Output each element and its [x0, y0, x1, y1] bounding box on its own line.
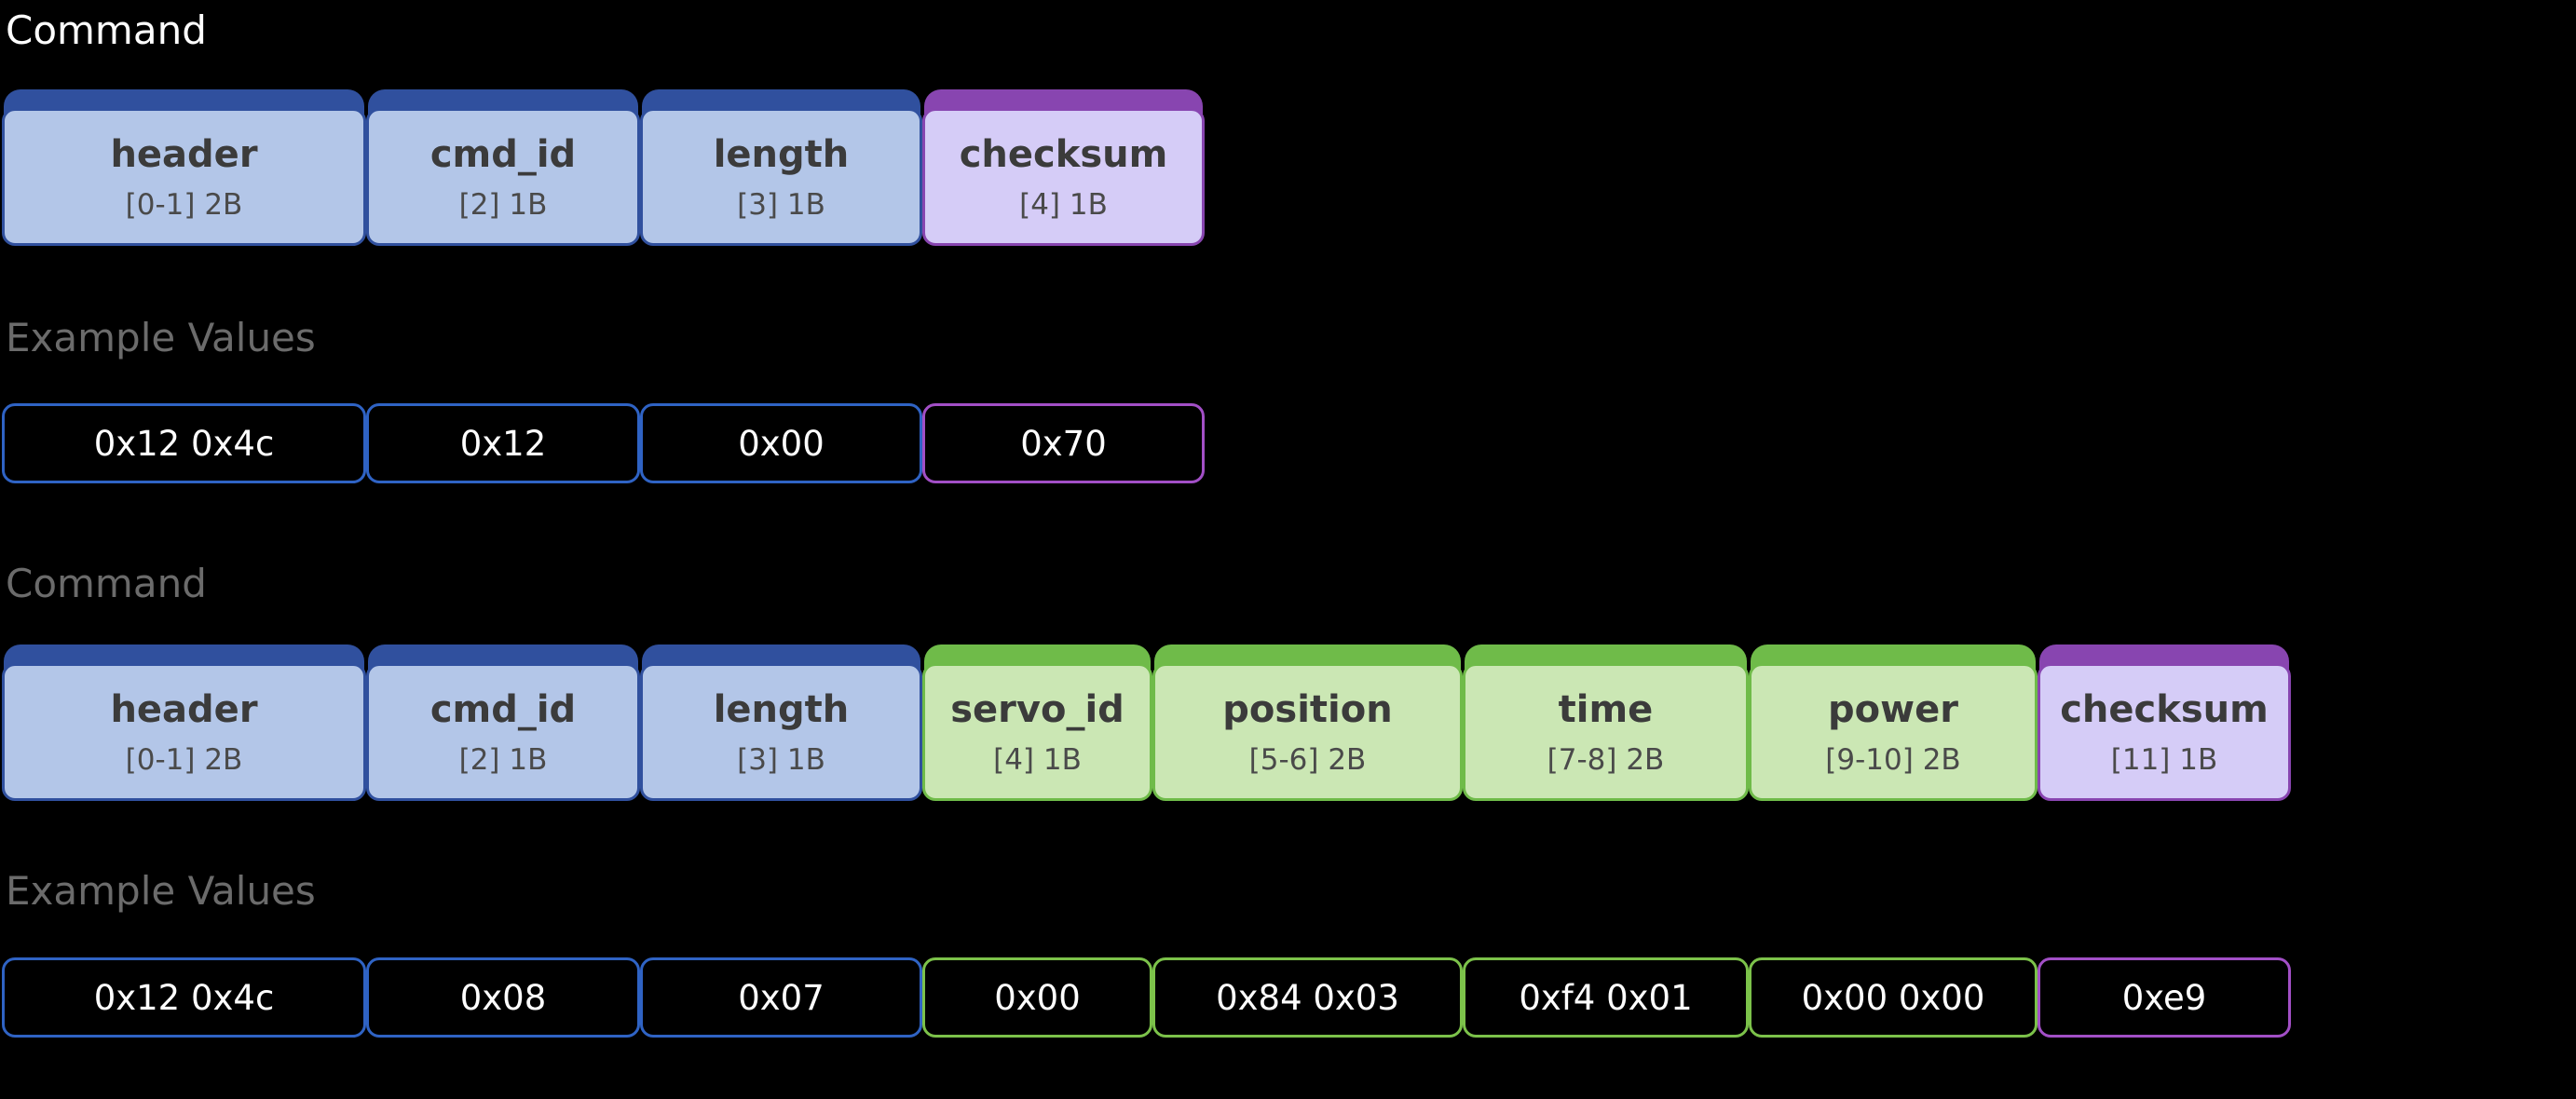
field-name-label: checksum	[2060, 687, 2269, 731]
field-name-label: servo_id	[950, 687, 1124, 731]
packet-0-field-row: header [0-1] 2B cmd_id [2] 1B length [3] 1B ch…	[2, 89, 1205, 246]
example-value-length: 0x07	[640, 957, 922, 1038]
field-body-cmd_id: cmd_id [2] 1B	[366, 663, 640, 801]
field-name-label: time	[1558, 687, 1654, 731]
packet-1-field-row: header [0-1] 2B cmd_id [2] 1B length [3] 1B se…	[2, 644, 2291, 801]
field-block-time: time [7-8] 2B	[1463, 644, 1749, 801]
example-value-checksum: 0x70	[922, 403, 1205, 483]
example-value-servo_id: 0x00	[922, 957, 1152, 1038]
field-body-length: length [3] 1B	[640, 108, 922, 246]
field-block-cmd_id: cmd_id [2] 1B	[366, 644, 640, 801]
example-value-header: 0x12 0x4c	[2, 403, 366, 483]
field-name-label: checksum	[959, 132, 1168, 176]
example-value-power: 0x00 0x00	[1749, 957, 2038, 1038]
packet-0-caption: Command	[6, 7, 207, 53]
field-block-length: length [3] 1B	[640, 89, 922, 246]
field-body-position: position [5-6] 2B	[1152, 663, 1463, 801]
field-block-position: position [5-6] 2B	[1152, 644, 1463, 801]
field-body-power: power [9-10] 2B	[1749, 663, 2038, 801]
field-name-label: length	[713, 132, 850, 176]
field-body-checksum: checksum [11] 1B	[2038, 663, 2291, 801]
field-body-time: time [7-8] 2B	[1463, 663, 1749, 801]
packet-0-values-caption: Example Values	[6, 315, 316, 360]
field-body-header: header [0-1] 2B	[2, 108, 366, 246]
field-name-label: header	[110, 132, 258, 176]
field-block-checksum: checksum [11] 1B	[2038, 644, 2291, 801]
example-value-position: 0x84 0x03	[1152, 957, 1463, 1038]
example-value-length: 0x00	[640, 403, 922, 483]
field-byte-range-label: [3] 1B	[737, 187, 825, 222]
field-byte-range-label: [2] 1B	[458, 742, 548, 777]
packet-1-caption: Command	[6, 561, 207, 606]
field-name-label: header	[110, 687, 258, 731]
packet-1-values-caption: Example Values	[6, 868, 316, 914]
field-byte-range-label: [7-8] 2B	[1547, 742, 1665, 777]
field-byte-range-label: [4] 1B	[993, 742, 1082, 777]
field-name-label: cmd_id	[429, 132, 577, 176]
field-name-label: position	[1222, 687, 1393, 731]
field-byte-range-label: [0-1] 2B	[125, 187, 243, 222]
field-byte-range-label: [3] 1B	[737, 742, 825, 777]
field-block-header: header [0-1] 2B	[2, 89, 366, 246]
field-byte-range-label: [2] 1B	[458, 187, 548, 222]
field-body-cmd_id: cmd_id [2] 1B	[366, 108, 640, 246]
example-value-cmd_id: 0x12	[366, 403, 640, 483]
field-block-servo_id: servo_id [4] 1B	[922, 644, 1152, 801]
example-value-cmd_id: 0x08	[366, 957, 640, 1038]
field-block-length: length [3] 1B	[640, 644, 922, 801]
field-block-cmd_id: cmd_id [2] 1B	[366, 89, 640, 246]
field-body-header: header [0-1] 2B	[2, 663, 366, 801]
field-byte-range-label: [9-10] 2B	[1825, 742, 1961, 777]
field-block-checksum: checksum [4] 1B	[922, 89, 1205, 246]
example-value-header: 0x12 0x4c	[2, 957, 366, 1038]
field-name-label: length	[713, 687, 850, 731]
field-body-length: length [3] 1B	[640, 663, 922, 801]
field-name-label: power	[1828, 687, 1958, 731]
field-byte-range-label: [4] 1B	[1019, 187, 1108, 222]
field-byte-range-label: [0-1] 2B	[125, 742, 243, 777]
field-body-checksum: checksum [4] 1B	[922, 108, 1205, 246]
field-byte-range-label: [5-6] 2B	[1248, 742, 1367, 777]
field-name-label: cmd_id	[429, 687, 577, 731]
example-value-time: 0xf4 0x01	[1463, 957, 1749, 1038]
example-value-checksum: 0xe9	[2038, 957, 2291, 1038]
field-block-header: header [0-1] 2B	[2, 644, 366, 801]
field-byte-range-label: [11] 1B	[2110, 742, 2218, 777]
field-block-power: power [9-10] 2B	[1749, 644, 2038, 801]
field-body-servo_id: servo_id [4] 1B	[922, 663, 1152, 801]
